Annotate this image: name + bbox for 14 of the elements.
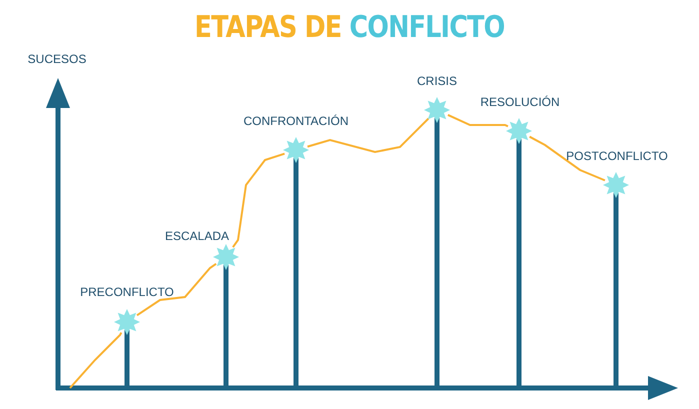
axis-label: SUCESOS [28, 52, 86, 66]
stage-label: CONFRONTACIÓN [243, 114, 349, 128]
curve-line [69, 332, 122, 389]
stage-label: POSTCONFLICTO [566, 149, 668, 163]
curve-line [448, 114, 508, 128]
stage-label: CRISIS [417, 74, 457, 88]
curve-line [136, 262, 217, 316]
curve-line [529, 136, 606, 182]
stage-label: PRECONFLICTO [80, 285, 174, 299]
curve-line [232, 152, 285, 248]
stage-label: RESOLUCIÓN [480, 95, 560, 109]
stage-label: ESCALADA [164, 229, 230, 243]
title: ETAPAS DE CONFLICTO [194, 10, 506, 45]
curve-line [307, 118, 430, 154]
